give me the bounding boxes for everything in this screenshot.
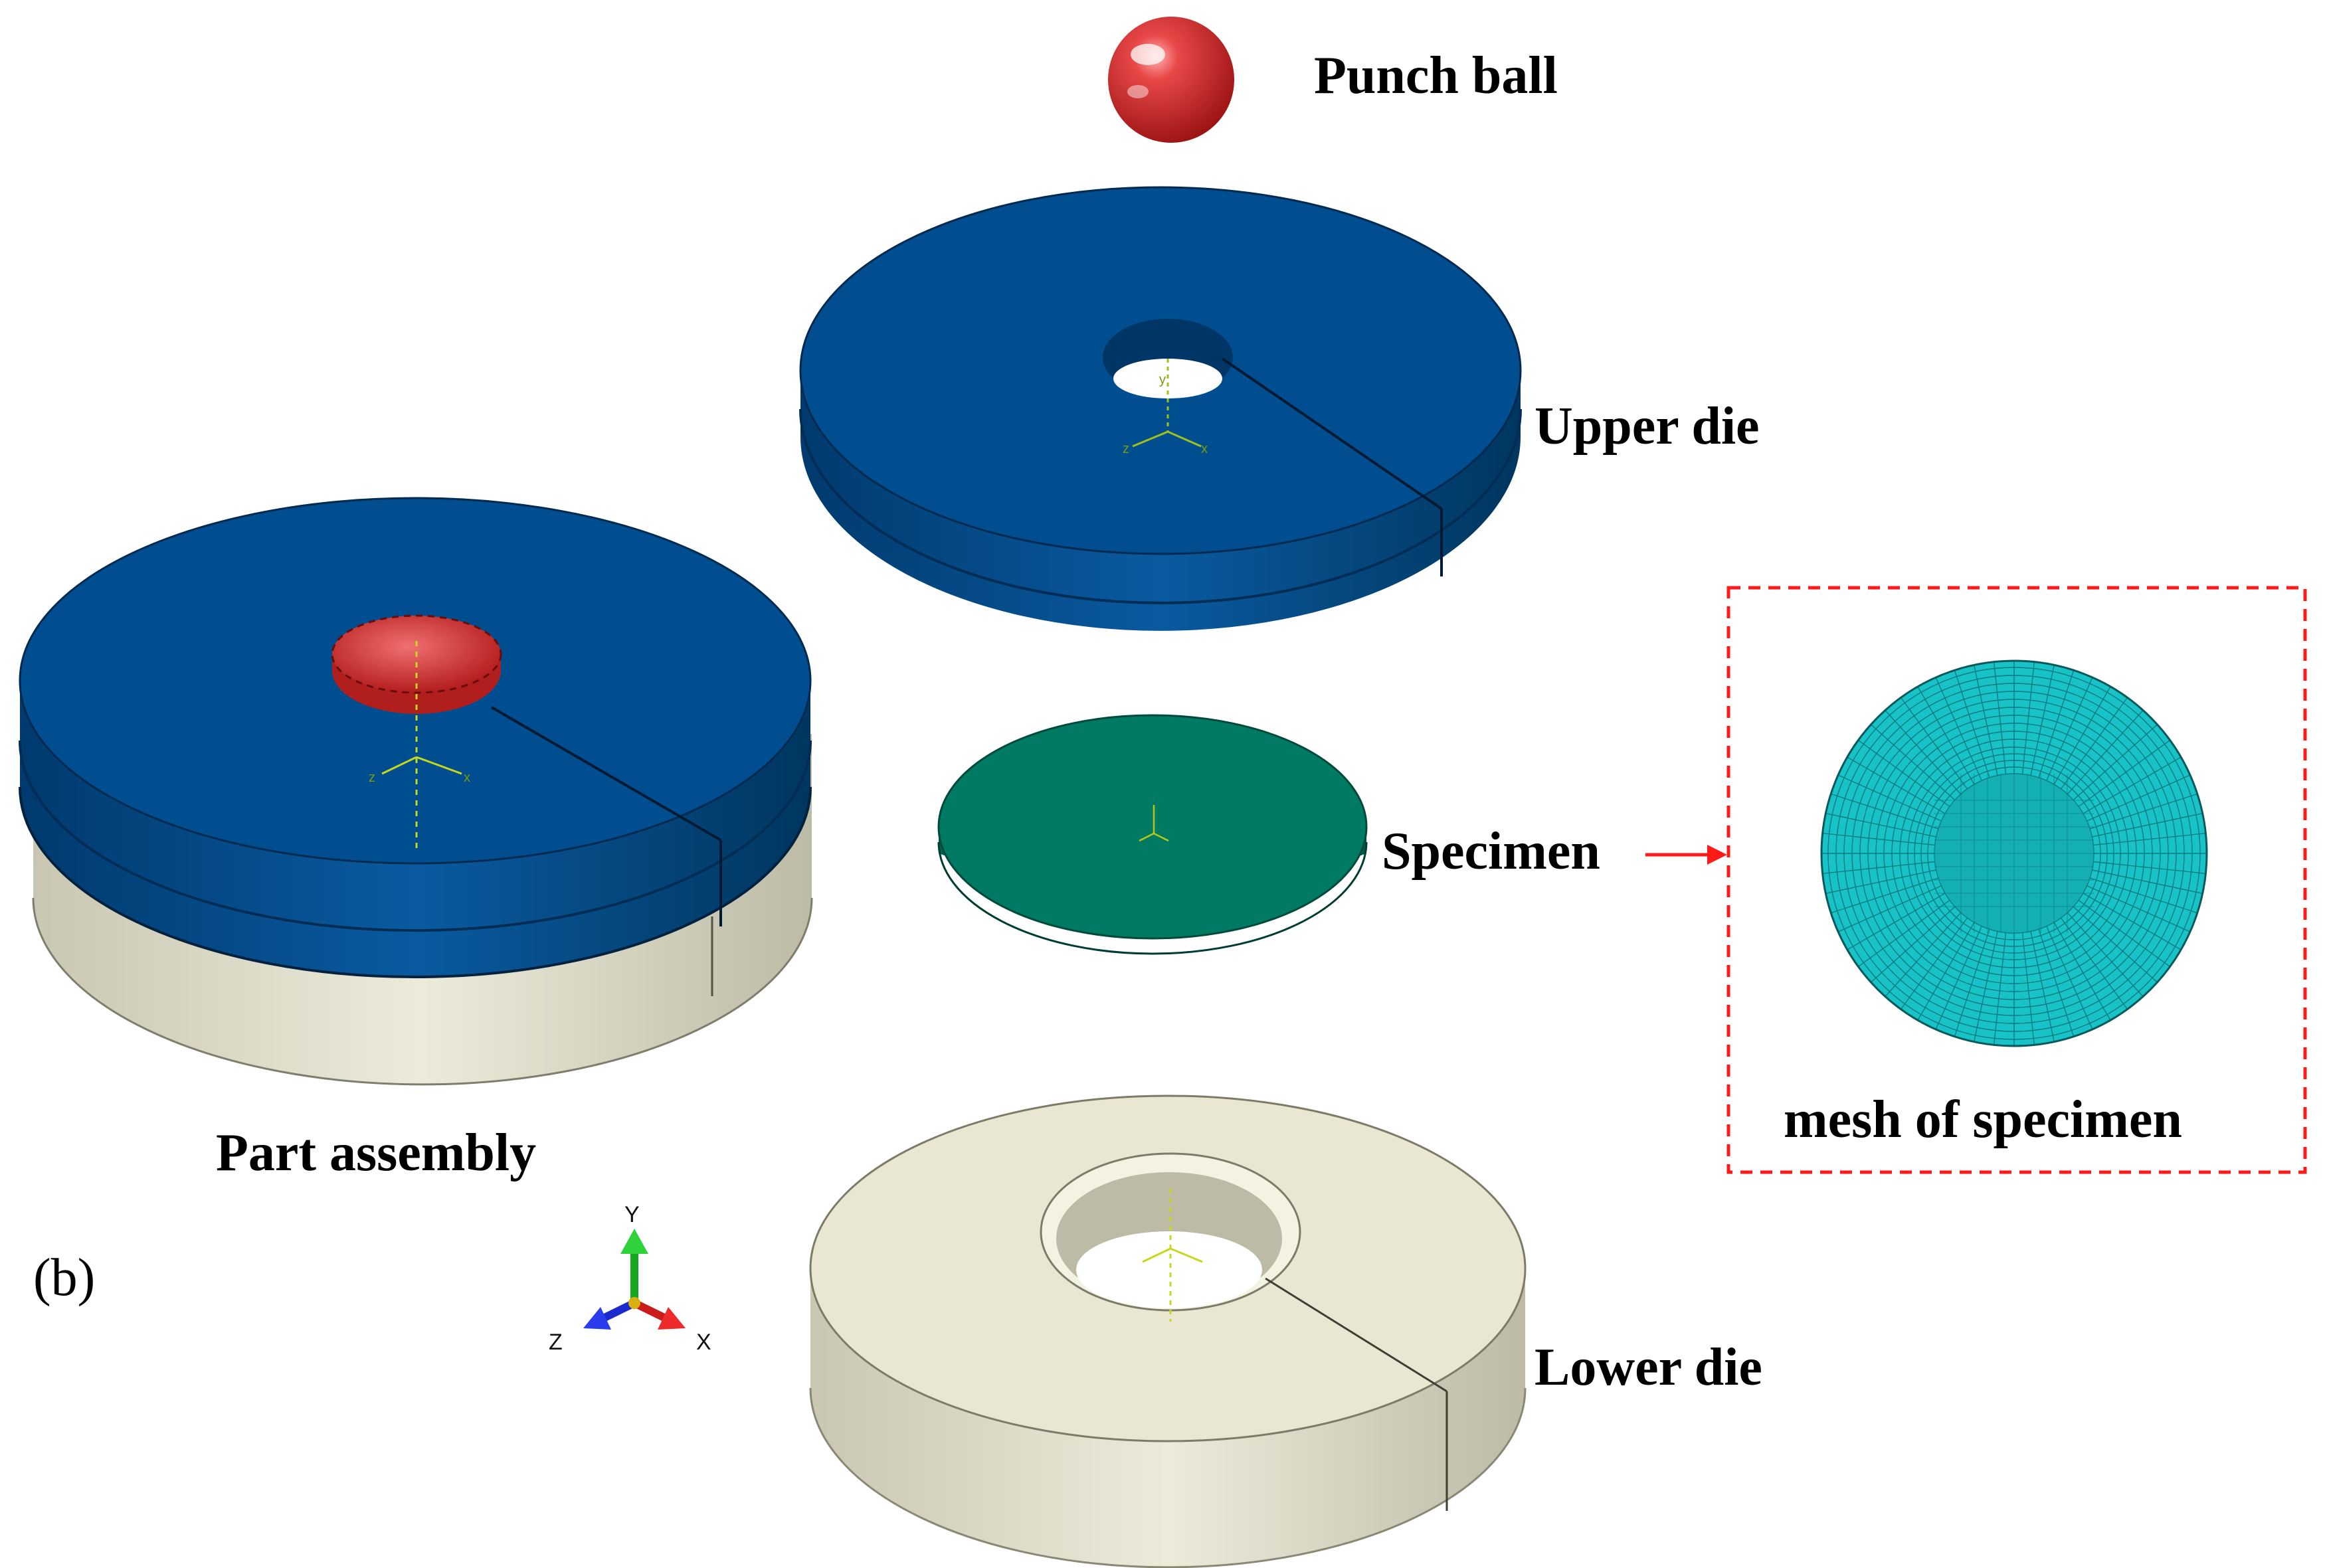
part-assembly-label: Part assembly (216, 1124, 536, 1182)
lower-die (809, 1094, 1527, 1568)
upper-die: y z x (799, 186, 1522, 631)
punch-ball (1108, 17, 1234, 143)
callout-arrow (1645, 845, 1727, 865)
assembly-csys-x-icon: x (464, 770, 470, 785)
part-assembly: z x (19, 497, 813, 1086)
specimen-label: Specimen (1382, 822, 1600, 881)
upper-die-csys-x-icon: x (1201, 442, 1208, 456)
y-axis-arrow-icon (620, 1229, 648, 1254)
upper-die-label: Upper die (1534, 397, 1760, 456)
triad-z-label: Z (549, 1330, 563, 1355)
punch-ball-label: Punch ball (1314, 46, 1558, 105)
figure-tag: (b) (33, 1249, 95, 1307)
z-axis-arrow-icon (583, 1307, 611, 1330)
specimen (937, 714, 1368, 955)
upper-die-csys-z-icon: z (1123, 442, 1129, 456)
mesh-inset (1726, 586, 2307, 1174)
assembly-csys-z-icon: z (369, 770, 375, 785)
triad-x-label: X (696, 1330, 711, 1355)
upper-die-csys-y-icon: y (1159, 373, 1166, 387)
mesh-label: mesh of specimen (1784, 1090, 2182, 1149)
triad-y-label: Y (624, 1202, 640, 1227)
lower-die-label: Lower die (1534, 1338, 1762, 1397)
axis-triad: Y X Z (549, 1202, 711, 1355)
x-axis-arrow-icon (658, 1307, 686, 1330)
